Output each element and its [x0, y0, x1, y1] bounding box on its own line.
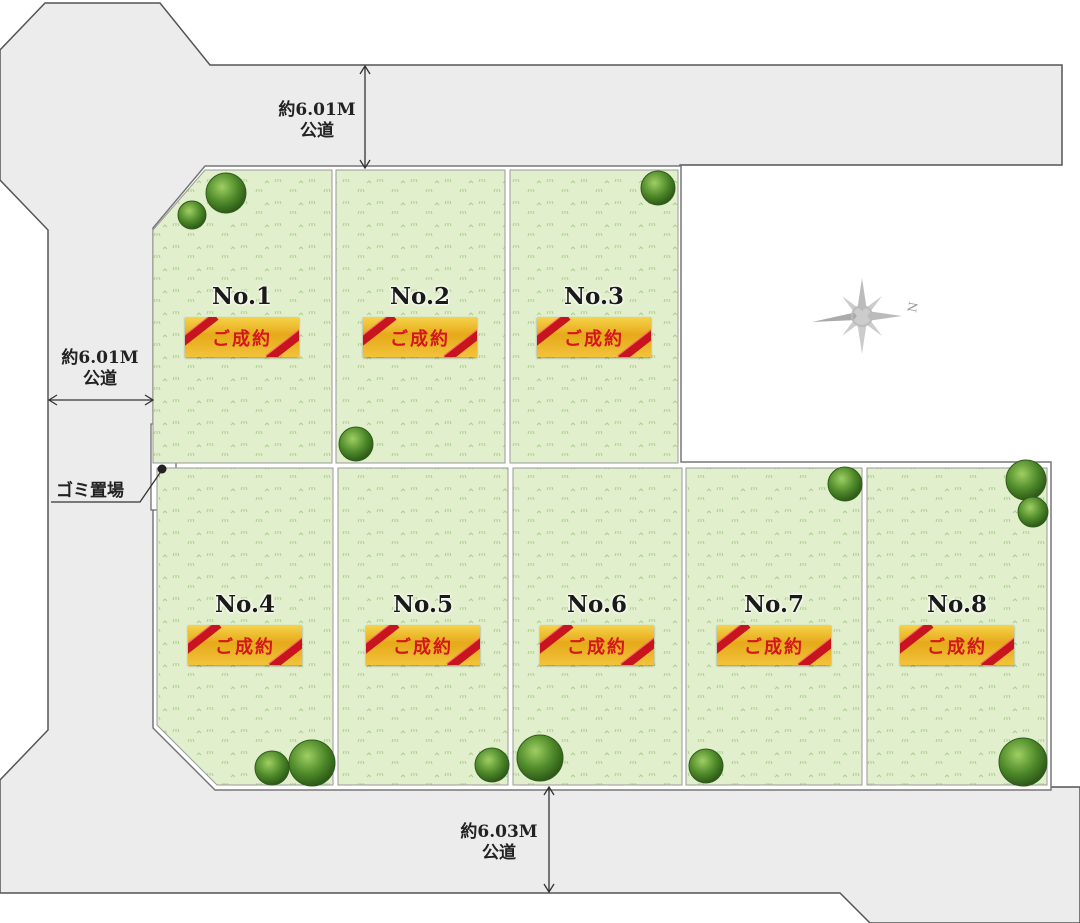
sold-badge-text: ご成約 — [567, 637, 627, 658]
sold-badge: ご成約 — [185, 317, 299, 357]
tree-icon — [474, 747, 510, 783]
lot-number: No.3 — [564, 283, 624, 310]
sold-badge-text: ご成約 — [927, 637, 987, 658]
sold-badge: ご成約 — [537, 317, 651, 357]
tree-icon — [1017, 496, 1049, 528]
compass-north-label: N — [905, 301, 921, 314]
bottom-road-type: 公道 — [482, 843, 516, 863]
lot-number: No.6 — [567, 591, 627, 618]
left-road-width: 約6.01M — [61, 348, 139, 368]
lot-number: No.8 — [927, 591, 987, 618]
tree-icon — [254, 750, 290, 786]
tree-icon — [998, 737, 1048, 787]
tree-icon — [640, 170, 676, 206]
left-road-label: 約6.01M 公道 — [45, 348, 155, 390]
top-road-width: 約6.01M — [278, 100, 356, 120]
tree-icon — [205, 172, 247, 214]
sold-badge: ご成約 — [540, 625, 654, 665]
sold-badge-text: ご成約 — [744, 637, 804, 658]
tree-icon — [338, 426, 374, 462]
sold-badge: ご成約 — [366, 625, 480, 665]
top-road-label: 約6.01M 公道 — [262, 100, 372, 142]
sold-badge: ご成約 — [188, 625, 302, 665]
sold-badge-text: ご成約 — [393, 637, 453, 658]
sold-badge-text: ご成約 — [215, 637, 275, 658]
tree-icon — [1005, 459, 1047, 501]
tree-icon — [288, 739, 336, 787]
garbage-area-label: ゴミ置場 — [56, 481, 124, 501]
tree-icon — [516, 734, 564, 782]
tree-icon — [827, 466, 863, 502]
sold-badge: ご成約 — [717, 625, 831, 665]
sold-badge: ご成約 — [363, 317, 477, 357]
left-road-type: 公道 — [83, 369, 117, 389]
lot-3[interactable] — [509, 169, 679, 464]
dimension-lines — [47, 64, 555, 894]
tree-icon — [177, 200, 207, 230]
lot-number: No.5 — [393, 591, 453, 618]
sold-badge: ご成約 — [900, 625, 1014, 665]
compass-icon: N — [812, 278, 921, 354]
bottom-road-label: 約6.03M 公道 — [444, 822, 554, 864]
lot-number: No.1 — [212, 283, 272, 310]
lot-number: No.7 — [744, 591, 804, 618]
lot-1[interactable] — [152, 169, 333, 464]
lot-2[interactable] — [335, 169, 506, 464]
sold-badge-text: ご成約 — [564, 329, 624, 350]
garbage-marker — [157, 464, 167, 474]
sold-badge-text: ご成約 — [390, 329, 450, 350]
tree-icon — [688, 748, 724, 784]
lot-number: No.4 — [215, 591, 275, 618]
top-road-type: 公道 — [300, 121, 334, 141]
lot-number: No.2 — [390, 283, 450, 310]
bottom-road-width: 約6.03M — [460, 822, 538, 842]
sold-badge-text: ご成約 — [212, 329, 272, 350]
